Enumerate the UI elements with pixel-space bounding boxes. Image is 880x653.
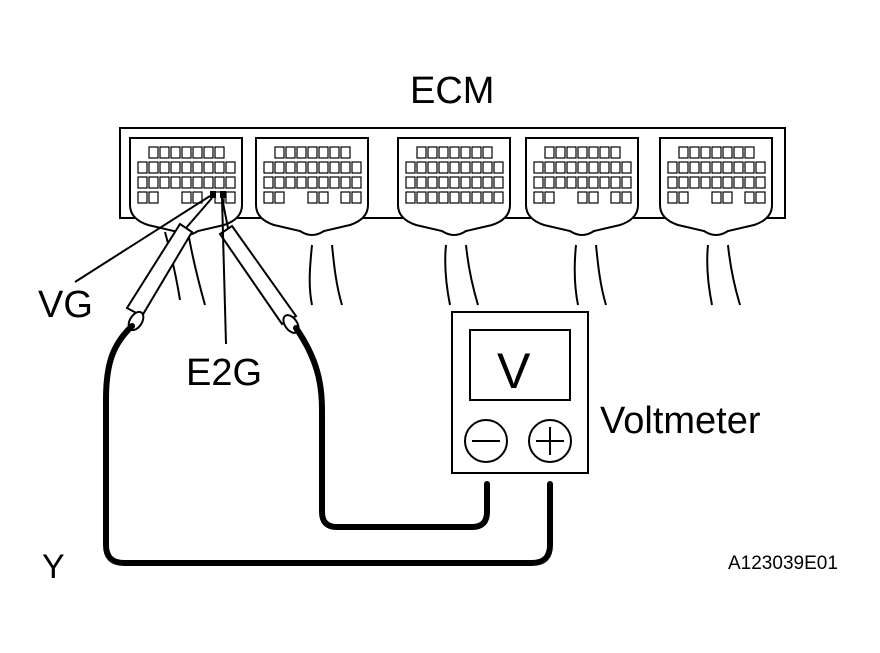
terminal-vg bbox=[210, 191, 216, 198]
meter-display-symbol: V bbox=[497, 343, 531, 399]
e2g-terminal-label: E2G bbox=[186, 352, 263, 394]
ecm-connector bbox=[659, 137, 773, 236]
ecm-connector bbox=[525, 137, 639, 236]
figure-id: A123039E01 bbox=[728, 553, 838, 574]
terminal-e2g bbox=[220, 191, 226, 198]
negative-lead bbox=[293, 325, 490, 530]
positive-probe bbox=[218, 197, 300, 334]
ecm-connectors bbox=[129, 137, 773, 236]
ecm-connector bbox=[255, 137, 369, 236]
ecm-connector bbox=[397, 137, 511, 236]
ecm-label: ECM bbox=[410, 70, 495, 112]
minus-circle-icon bbox=[464, 419, 508, 463]
voltmeter-label: Voltmeter bbox=[600, 400, 761, 442]
voltmeter-display bbox=[469, 329, 571, 401]
ecm-unit bbox=[119, 127, 786, 236]
test-probes bbox=[125, 191, 300, 334]
ecm-connector bbox=[129, 137, 243, 236]
test-leads bbox=[103, 323, 553, 566]
negative-probe bbox=[125, 197, 213, 332]
vg-terminal-label: VG bbox=[38, 284, 93, 326]
positive-lead bbox=[103, 323, 553, 566]
corner-mark: Y bbox=[42, 548, 65, 586]
plus-circle-icon bbox=[528, 419, 572, 463]
label-leaders bbox=[74, 195, 227, 345]
voltmeter bbox=[451, 311, 589, 474]
